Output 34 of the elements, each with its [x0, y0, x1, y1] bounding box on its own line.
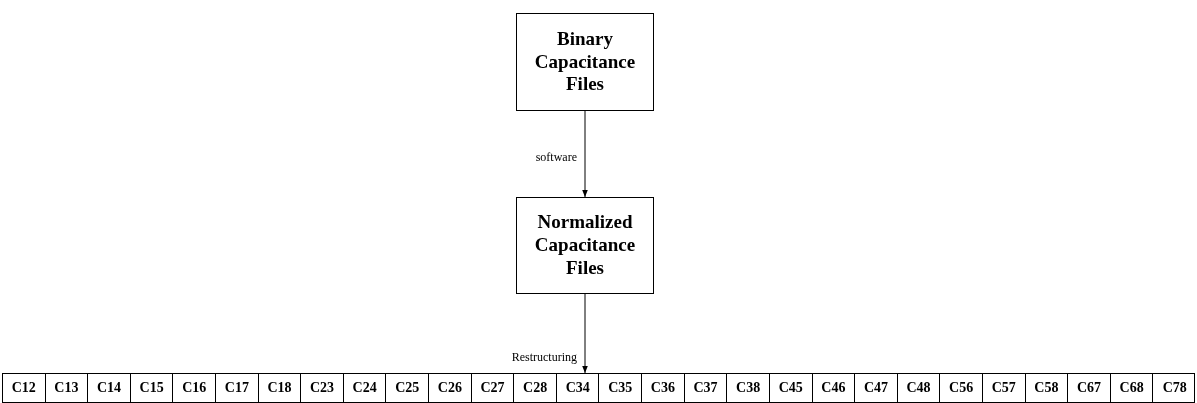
- cell-row: [2, 373, 1195, 403]
- table-cell: C28: [514, 374, 557, 402]
- table-cell: C17: [216, 374, 259, 402]
- table-cell: C27: [471, 374, 515, 402]
- arrow: [582, 293, 588, 374]
- arrow: [582, 110, 588, 198]
- table-cell: C13: [45, 374, 89, 402]
- table-cell: C38: [727, 374, 770, 402]
- table-cell: C56: [940, 374, 983, 402]
- table-cell: C18: [258, 374, 302, 402]
- table-cell: C46: [812, 374, 856, 402]
- table-cell: C58: [1025, 374, 1069, 402]
- table-cell: C26: [429, 374, 472, 402]
- table-cell: C35: [599, 374, 643, 402]
- table-cell: C37: [684, 374, 728, 402]
- table-cell: C25: [386, 374, 430, 402]
- table-cell: C34: [556, 374, 600, 402]
- table-cell: C36: [642, 374, 685, 402]
- table-cell: C78: [1153, 374, 1196, 402]
- table-cell: C48: [897, 374, 941, 402]
- table-cell: C23: [301, 374, 344, 402]
- table-cell: C67: [1068, 374, 1111, 402]
- edge-label: Restructuring: [511, 350, 577, 365]
- table-cell: C68: [1110, 374, 1154, 402]
- table-cell: C12: [3, 374, 46, 402]
- table-cell: C47: [855, 374, 898, 402]
- table-cell: C16: [173, 374, 216, 402]
- table-cell: C24: [343, 374, 387, 402]
- process-box: Binary Capacitance Files: [516, 13, 654, 111]
- table-cell: C15: [130, 374, 174, 402]
- table-cell: C57: [982, 374, 1026, 402]
- table-cell: C14: [88, 374, 131, 402]
- process-box: Normalized Capacitance Files: [516, 197, 654, 294]
- table-cell: C45: [769, 374, 813, 402]
